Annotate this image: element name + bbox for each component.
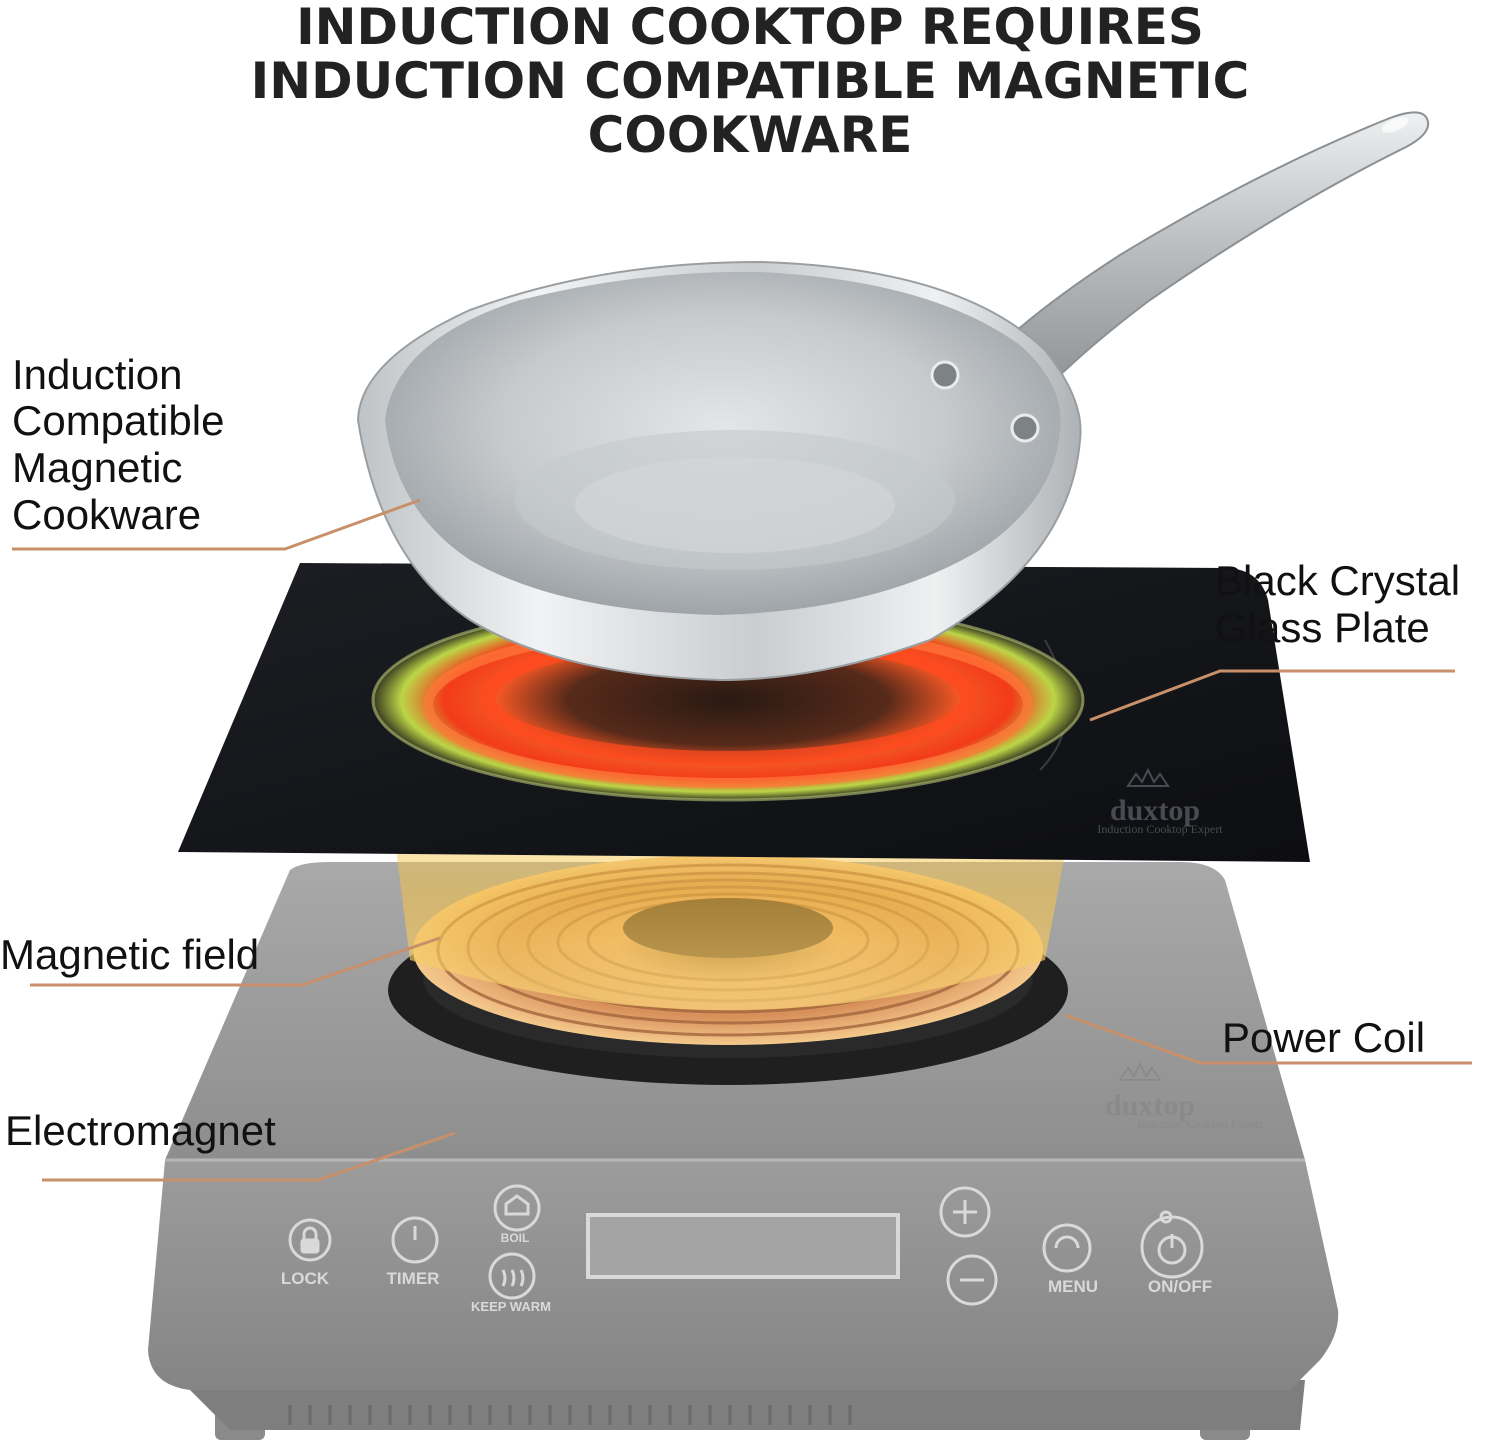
menu-button[interactable] [1042,1223,1092,1273]
label-cookware-line-3: Magnetic [12,444,183,491]
label-glass-plate-line-1: Black Crystal [1215,557,1461,604]
base-brand-name: duxtop [1105,1089,1195,1122]
boil-button[interactable] [493,1184,541,1232]
base-brand-tagline: Induction Cooktop Expert [1137,1117,1263,1131]
headline-line-2: INDUCTION COMPATIBLE MAGNETIC [250,52,1250,110]
glass-brand-name: duxtop [1110,794,1200,827]
label-cookware-line-1: Induction [12,351,183,398]
leader-line-magnetic-field [30,936,441,987]
frying-pan [356,111,1430,682]
label-cookware-line-4: Cookware [12,491,202,538]
headline-line-3: COOKWARE [587,106,913,164]
pan-rivet-lower [1010,413,1040,443]
headline-line-1: INDUCTION COOKTOP REQUIRES [296,0,1204,56]
pan-rivet-upper [930,360,960,390]
lock-button[interactable] [288,1218,332,1262]
steam-icon [501,1269,525,1287]
on-off-label: ON/OFF [1148,1277,1212,1296]
leader-line-glass-plate [1089,669,1455,722]
timer-button[interactable] [391,1216,439,1264]
decrease-button[interactable] [946,1254,998,1306]
boil-label: BOIL [501,1231,530,1245]
label-electromagnet: Electromagnet [5,1107,276,1154]
lcd-display [586,1213,900,1279]
label-cookware-line-2: Compatible [12,397,225,444]
base-brand-crown-icon [1118,1061,1162,1081]
glass-brand-crown-icon [1126,767,1170,787]
leader-line-cookware [12,498,421,551]
keep-warm-label: KEEP WARM [471,1299,551,1314]
leader-lines [12,498,1472,1182]
label-magnetic-field: Magnetic field [0,931,260,978]
menu-label: MENU [1048,1277,1098,1296]
lock-label: LOCK [281,1269,330,1288]
keep-warm-button[interactable] [488,1252,536,1300]
vent-slots [288,1405,852,1425]
increase-button[interactable] [939,1186,991,1238]
menu-icon [1054,1235,1080,1249]
glass-brand-tagline: Induction Cooktop Expert [1097,822,1223,836]
leader-line-power-coil [1064,1013,1472,1065]
vent-band [180,1380,1305,1430]
label-power-coil: Power Coil [1222,1014,1426,1061]
boil-icon [504,1194,530,1216]
label-glass-plate-line-2: Glass Plate [1215,604,1430,651]
lock-icon [300,1238,320,1254]
pan-handle [998,111,1430,387]
timer-label: TIMER [387,1269,440,1288]
leader-line-electromagnet [42,1131,456,1182]
